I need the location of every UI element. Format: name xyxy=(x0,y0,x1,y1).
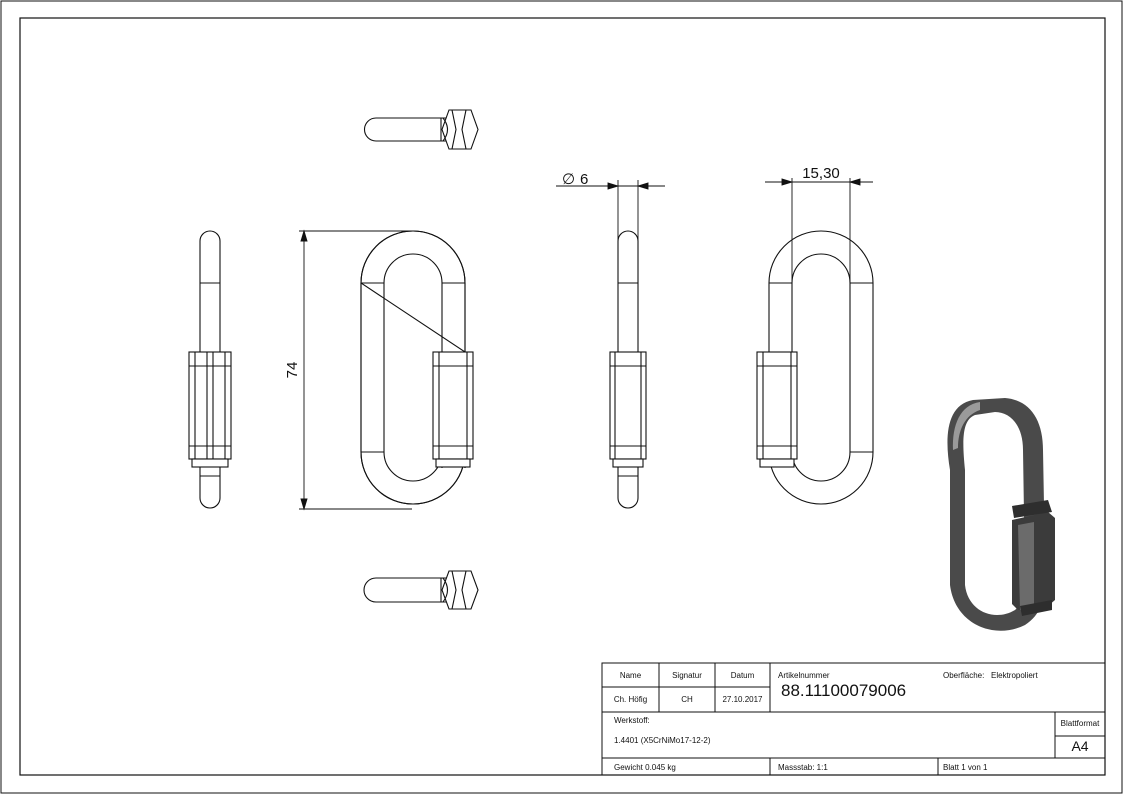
front-view xyxy=(360,230,474,505)
drawing-frame xyxy=(19,17,1106,776)
article-label: Artikelnummer xyxy=(778,671,830,680)
surface-value: Elektropoliert xyxy=(991,671,1038,680)
format-label: Blattformat xyxy=(1060,719,1100,728)
dimension-diameter-text: 6 xyxy=(580,171,588,188)
dimension-74-text: 74 xyxy=(284,362,301,379)
article-number: 88.11100079006 xyxy=(781,681,907,700)
scale-text: Massstab: 1:1 xyxy=(778,763,828,772)
value-date: 27.10.2017 xyxy=(722,695,763,704)
top-view xyxy=(364,109,479,150)
header-date: Datum xyxy=(730,671,755,680)
left-side-view xyxy=(188,230,232,509)
dimension-74-lines xyxy=(299,229,412,511)
value-signature: CH xyxy=(681,695,693,704)
title-block-grid xyxy=(601,662,1106,776)
middle-side-view xyxy=(609,230,647,509)
sheet-text: Blatt 1 von 1 xyxy=(943,763,988,772)
value-name: Ch. Höfig xyxy=(613,695,648,704)
diameter-symbol: ∅ xyxy=(562,171,575,188)
material-label: Werkstoff: xyxy=(614,716,650,725)
bottom-view xyxy=(363,570,479,610)
dimension-diameter-lines xyxy=(556,180,665,241)
right-front-view xyxy=(756,230,874,505)
isometric-render xyxy=(947,398,1055,631)
format-value: A4 xyxy=(1071,738,1089,754)
header-signature: Signatur xyxy=(672,671,702,680)
surface-label: Oberfläche: xyxy=(943,671,985,680)
header-name: Name xyxy=(619,671,642,680)
weight-text: Gewicht 0.045 kg xyxy=(614,763,676,772)
dimension-width-lines xyxy=(765,178,873,283)
material-value: 1.4401 (X5CrNiMo17-12-2) xyxy=(614,736,711,745)
dimension-width-text: 15,30 xyxy=(802,165,840,182)
